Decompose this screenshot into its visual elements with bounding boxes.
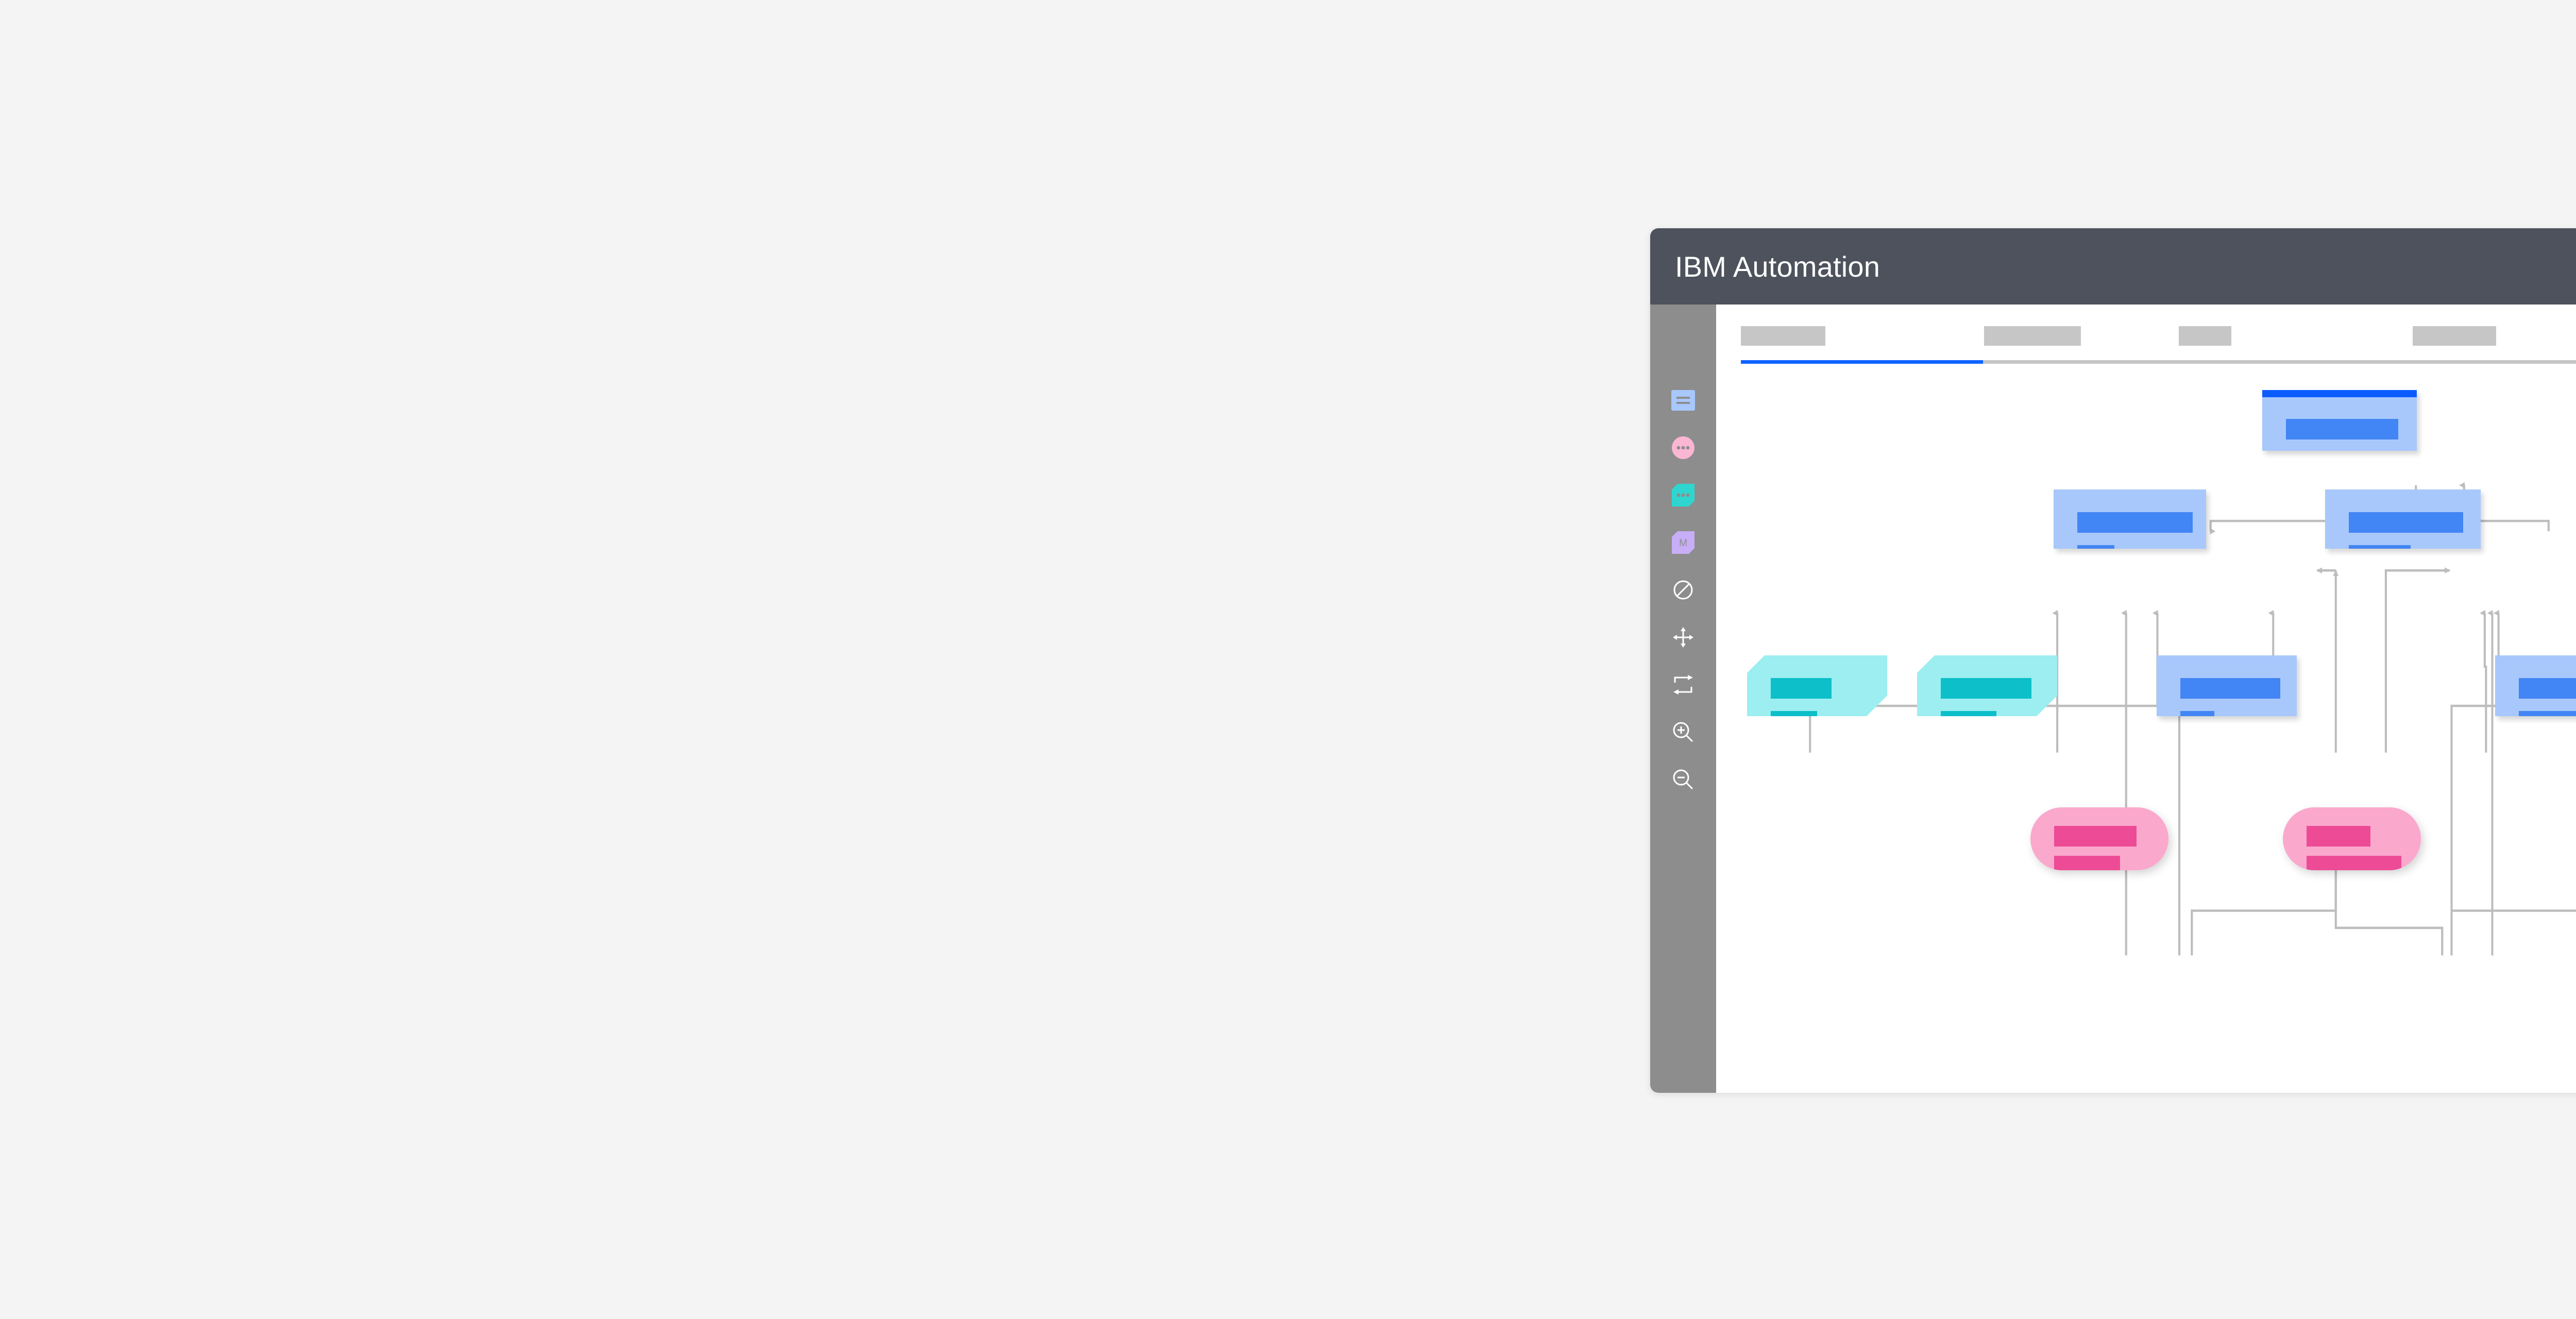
tab-underline-track [1741, 360, 2576, 364]
zoom-out-tool[interactable] [1665, 761, 1702, 798]
pink-circle-icon [1672, 436, 1694, 459]
tab-active-indicator [1741, 360, 1983, 364]
root-process-node[interactable] [2262, 390, 2417, 451]
event-node-tool[interactable] [1665, 429, 1702, 466]
node-subtitle-redacted [2054, 856, 2120, 870]
blue-task-icon [1671, 390, 1695, 411]
tab-2[interactable] [1984, 326, 2081, 346]
subprocess-node-left[interactable] [2054, 489, 2206, 549]
tab-3[interactable] [2179, 326, 2231, 346]
process-diagram[interactable] [1716, 364, 2576, 1093]
event-node-left[interactable] [2030, 807, 2168, 870]
node-subtitle-redacted [1941, 711, 1996, 716]
svg-text:M: M [1679, 538, 1687, 549]
node-title-redacted [2180, 678, 2280, 699]
zoom-out-icon [1671, 768, 1695, 791]
tab-4[interactable] [2413, 326, 2496, 346]
node-title-redacted [2519, 678, 2576, 699]
node-subtitle-redacted [2519, 711, 2576, 716]
node-subtitle-redacted [2349, 545, 2411, 549]
node-accent-bar [2262, 390, 2417, 397]
app-title-brand: IBM [1675, 250, 1727, 283]
service-node-mid[interactable] [2157, 655, 2297, 716]
service-node-right[interactable] [2495, 655, 2576, 716]
node-title-redacted [1941, 678, 2031, 699]
zoom-in-tool[interactable] [1665, 714, 1702, 751]
node-title-redacted [2077, 512, 2193, 533]
node-title-redacted [2307, 826, 2370, 847]
tab-strip [1716, 305, 2576, 364]
purple-m-icon: M [1672, 531, 1694, 554]
app-window: IBM Automation [1650, 228, 2576, 1093]
title-bar: IBM Automation [1650, 228, 2576, 305]
message-node-tool[interactable]: M [1665, 524, 1702, 561]
node-title-redacted [2054, 826, 2137, 847]
node-subtitle-redacted [2077, 545, 2114, 549]
teal-chamfer-icon [1672, 484, 1694, 506]
move-arrows-icon [1671, 625, 1695, 649]
canvas-area[interactable] [1716, 305, 2576, 1093]
window-body: M [1650, 305, 2576, 1093]
node-title-redacted [2286, 419, 2398, 439]
app-title: IBM Automation [1675, 250, 1880, 283]
task-node-tool[interactable] [1665, 382, 1702, 419]
edge-layer [1809, 482, 2576, 956]
loop-arrows-icon [1671, 674, 1695, 695]
data-node-left[interactable] [1747, 655, 1887, 716]
prohibited-icon [1672, 579, 1694, 601]
move-tool[interactable] [1665, 619, 1702, 656]
zoom-in-icon [1671, 720, 1695, 744]
no-entry-tool[interactable] [1665, 571, 1702, 608]
node-title-redacted [2349, 512, 2463, 533]
node-subtitle-redacted [2180, 711, 2214, 716]
data-node-mid[interactable] [1917, 655, 2057, 716]
data-node-tool[interactable] [1665, 477, 1702, 514]
event-node-right[interactable] [2283, 807, 2421, 870]
tool-rail: M [1650, 305, 1716, 1093]
tab-1[interactable] [1741, 326, 1825, 346]
subprocess-node-right[interactable] [2325, 489, 2481, 549]
loop-tool[interactable] [1665, 666, 1702, 703]
app-title-product: Automation [1733, 250, 1880, 283]
node-subtitle-redacted [1771, 711, 1817, 716]
node-subtitle-redacted [2307, 856, 2401, 870]
node-title-redacted [1771, 678, 1832, 699]
